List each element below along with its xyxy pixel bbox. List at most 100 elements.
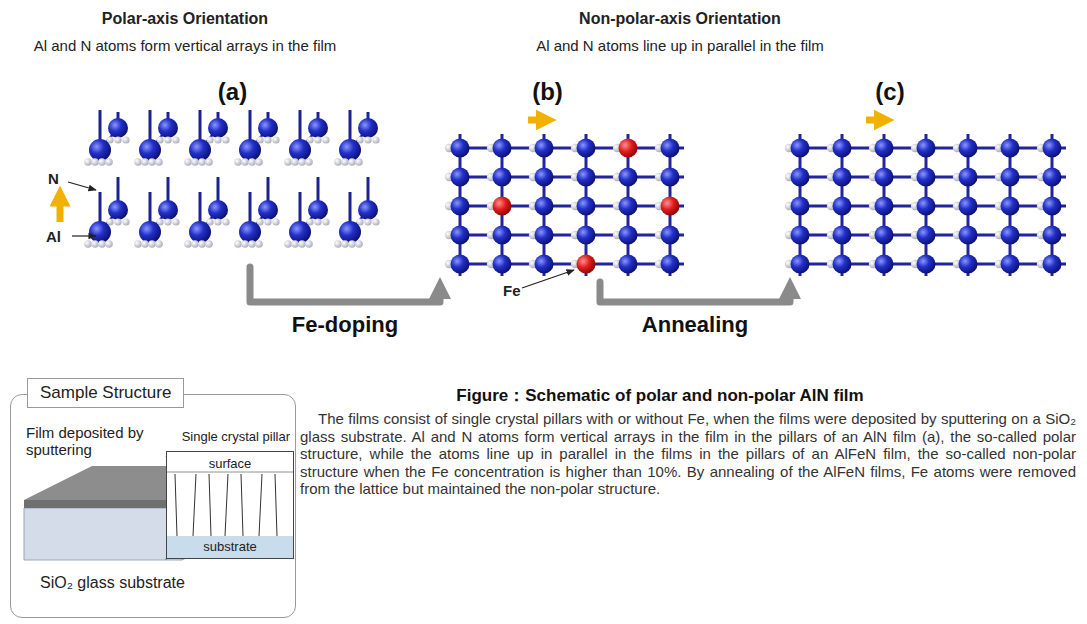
n-atom <box>341 158 349 166</box>
n-atom <box>322 136 329 143</box>
pillar-label: Single crystal pillar <box>150 430 290 445</box>
section-heading: Non-polar-axis Orientation <box>520 10 840 28</box>
n-atom <box>322 218 329 225</box>
al-atom <box>451 168 470 187</box>
n-atom <box>341 240 349 248</box>
al-atom <box>1043 197 1062 216</box>
al-atom <box>535 168 554 187</box>
leader-line <box>522 270 574 288</box>
n-atom <box>348 158 356 166</box>
n-atom <box>248 158 256 166</box>
al-atom <box>791 255 810 274</box>
al-atom <box>791 168 810 187</box>
panel-heading: Sample Structure <box>27 378 184 408</box>
figure-caption: The films consist of single crystal pill… <box>300 410 1076 498</box>
al-atom <box>339 139 361 161</box>
al-atom <box>619 168 638 187</box>
al-atom <box>833 168 852 187</box>
fe-atom <box>619 139 638 158</box>
al-atom <box>208 200 228 220</box>
n-atom <box>355 158 363 166</box>
panel-letter: (b) <box>425 78 670 106</box>
al-atom <box>1001 139 1020 158</box>
al-atom <box>89 221 111 243</box>
al-atom <box>577 226 596 245</box>
atom-label: N <box>48 170 68 187</box>
figure-title: Figure：Schematic of polar and non-polar … <box>330 386 990 406</box>
al-atom <box>577 139 596 158</box>
n-atom <box>105 240 113 248</box>
polar-axis-arrow <box>57 196 64 222</box>
al-atom <box>493 226 512 245</box>
n-atom <box>205 158 213 166</box>
al-atom <box>208 118 228 138</box>
n-atom <box>148 158 156 166</box>
n-atom <box>164 218 171 225</box>
al-atom <box>619 197 638 216</box>
n-atom <box>348 240 356 248</box>
al-atom <box>833 139 852 158</box>
n-atom <box>364 218 371 225</box>
n-atom <box>214 136 221 143</box>
n-atom <box>172 218 179 225</box>
al-atom <box>917 226 936 245</box>
polar-crystal <box>84 110 379 248</box>
al-atom <box>577 168 596 187</box>
al-atom <box>875 168 894 187</box>
al-atom <box>139 221 161 243</box>
al-atom <box>917 168 936 187</box>
al-atom <box>833 255 852 274</box>
n-atom <box>91 158 99 166</box>
surface-label: surface <box>167 456 293 471</box>
fe-doped-crystal <box>445 134 684 276</box>
al-atom <box>535 255 554 274</box>
al-atom <box>875 139 894 158</box>
crystal-panel: (b) <box>425 78 670 280</box>
n-atom <box>122 136 129 143</box>
al-atom <box>339 221 361 243</box>
process-arrow <box>250 267 440 302</box>
n-atom <box>305 240 313 248</box>
al-atom <box>791 197 810 216</box>
al-atom <box>661 255 680 274</box>
al-atom <box>959 197 978 216</box>
n-atom <box>272 136 279 143</box>
al-atom <box>493 139 512 158</box>
n-atom <box>205 240 213 248</box>
n-atom <box>155 158 163 166</box>
n-atom <box>134 158 142 166</box>
al-atom <box>289 221 311 243</box>
axis-arrow <box>866 117 884 124</box>
n-atom <box>122 218 129 225</box>
al-atom <box>451 255 470 274</box>
n-atom <box>114 218 121 225</box>
n-atom <box>222 218 229 225</box>
al-atom <box>535 226 554 245</box>
n-atom <box>198 158 206 166</box>
n-atom <box>314 218 321 225</box>
axis-arrow <box>528 117 546 124</box>
pillar-inset: surfacesubstrate <box>166 451 294 559</box>
al-atom <box>108 118 128 138</box>
al-atom <box>917 139 936 158</box>
panel-letter: (c) <box>775 78 1005 106</box>
al-atom <box>158 118 178 138</box>
al-atom <box>239 221 261 243</box>
al-atom <box>1001 168 1020 187</box>
al-atom <box>661 226 680 245</box>
n-atom <box>291 240 299 248</box>
n-atom <box>364 136 371 143</box>
atom-label: Al <box>46 228 72 245</box>
n-atom <box>255 240 263 248</box>
al-atom <box>959 226 978 245</box>
n-atom <box>264 218 271 225</box>
al-atom <box>1001 255 1020 274</box>
n-atom <box>372 136 379 143</box>
al-atom <box>577 197 596 216</box>
n-atom <box>148 240 156 248</box>
al-atom <box>535 139 554 158</box>
n-atom <box>355 240 363 248</box>
n-atom <box>184 158 192 166</box>
al-atom <box>493 168 512 187</box>
al-atom <box>619 226 638 245</box>
